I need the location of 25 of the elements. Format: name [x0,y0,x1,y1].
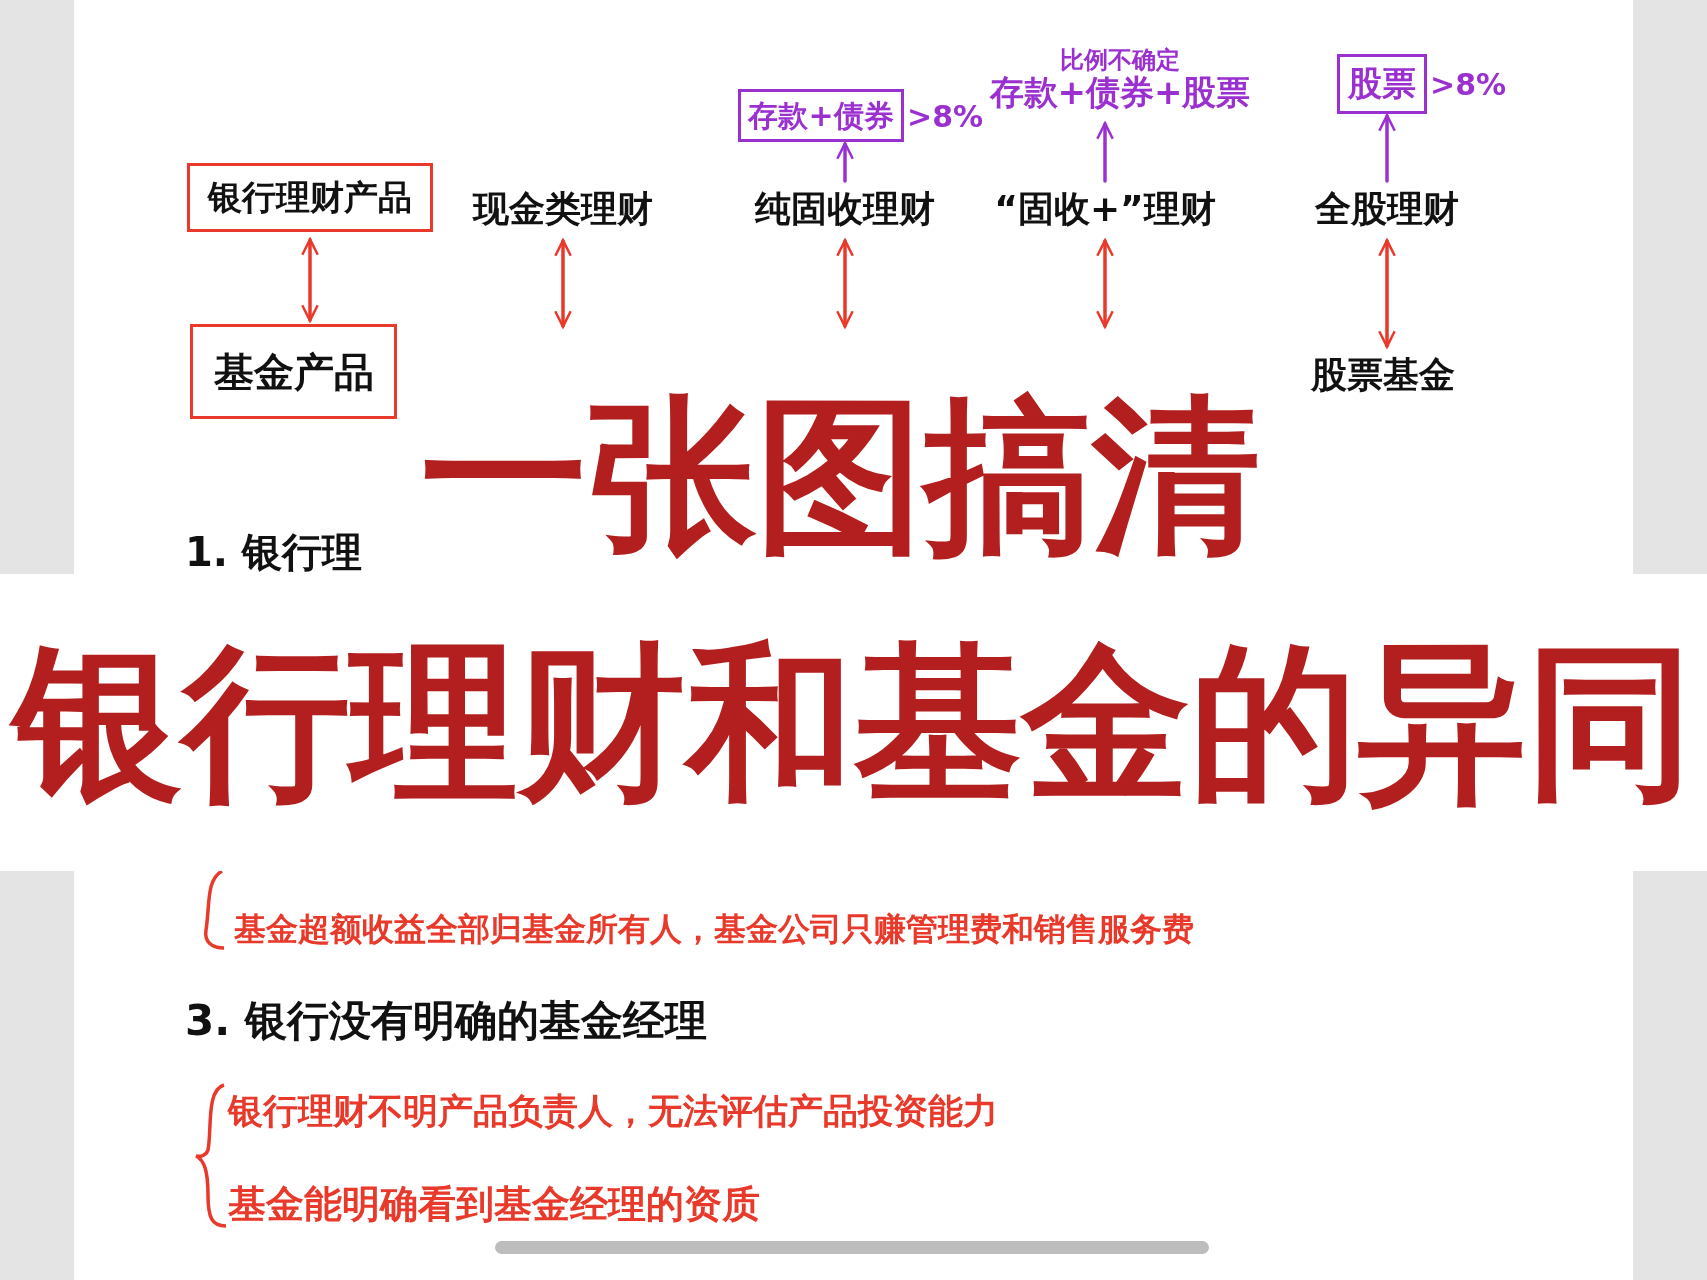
double-arrow [1378,114,1396,183]
text-label: “固收+”理财 [995,185,1215,233]
text-label: 股票基金 [1307,350,1459,400]
boxed-label: 基金产品 [190,324,397,419]
note-line: 基金能明确看到基金经理的资质 [228,1184,760,1226]
double-arrow [1096,239,1114,328]
text-label: 比例不确定 [1060,47,1180,74]
text-label: 现金类理财 [465,185,661,233]
double-arrow [554,239,572,328]
ratio-note: >8% [907,99,984,132]
note-line: 基金超额收益全部归基金所有人，基金公司只赚管理费和销售服务费 [234,912,1194,948]
text-label: 存款+债券+股票 [989,73,1251,111]
text-label: 全股理财 [1297,185,1477,233]
double-arrow [836,239,854,328]
boxed-label: 银行理财产品 [187,163,433,232]
headline: 一张图搞清 [420,392,1260,560]
numbered-heading: 1. 银行理 [185,530,362,574]
note-line: 银行理财不明产品负责人，无法评估产品投资能力 [228,1092,998,1131]
numbered-heading: 3. 银行没有明确的基金经理 [185,998,707,1045]
double-arrow [1096,122,1114,183]
double-arrow [836,142,854,183]
ratio-note: >8% [1430,67,1507,101]
double-arrow [301,238,319,322]
double-arrow [1378,239,1396,348]
text-label: 纯固收理财 [742,185,948,233]
